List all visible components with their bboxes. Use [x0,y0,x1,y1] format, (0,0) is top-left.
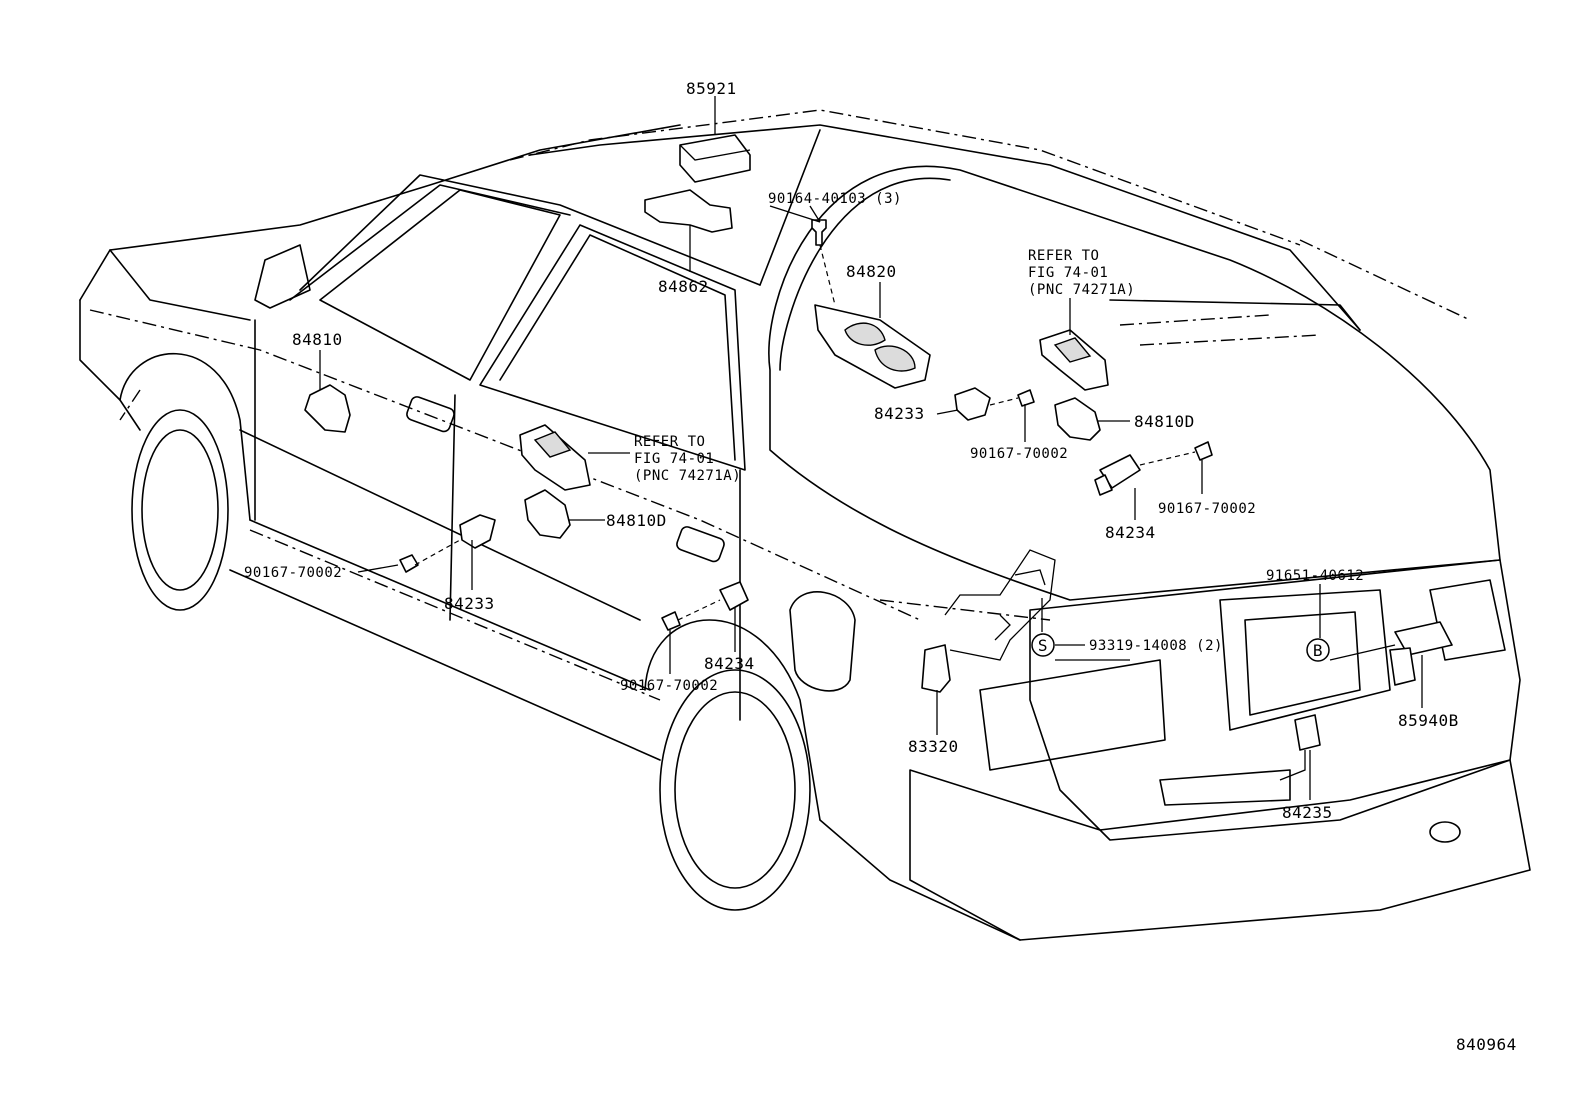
leader-lines [319,96,1423,800]
part-90164-screw [811,219,827,246]
part-84233-switch-a [459,514,496,549]
label-refer-a-line2: FIG 74-01 [634,451,714,467]
label-refer-a-line3: (PNC 74271A) [634,468,741,484]
symbol-b-text: B [1313,641,1323,660]
label-93319-14008: 93319-14008 (2) [1089,638,1223,654]
part-84820-switch [814,304,931,389]
label-90167-70002-left: 90167-70002 [244,565,342,581]
label-84234-right: 84234 [1105,523,1156,542]
part-labels: 85921 90164-40103 (3) 84862 84820 84810 … [244,79,1517,1054]
label-90164-40103: 90164-40103 (3) [768,191,902,207]
part-85940B-lamp [1389,621,1453,686]
label-refer-b-line2: FIG 74-01 [1028,265,1108,281]
label-83320: 83320 [908,737,959,756]
part-84235-switch [1279,714,1321,781]
label-84235: 84235 [1282,803,1333,822]
label-90167-70002-right: 90167-70002 [1158,501,1256,517]
label-84820: 84820 [846,262,897,281]
label-84810D-right: 84810D [1134,412,1195,431]
label-84234-lower: 84234 [704,654,755,673]
part-84810D-switch-b [1054,397,1101,441]
part-window-switch-a [519,424,591,491]
symbol-s-text: S [1038,636,1048,655]
part-84234-switch-b [1094,454,1141,496]
label-refer-a-line1: REFER TO [634,434,705,450]
part-84810D-switch-a [524,489,571,539]
label-85940B: 85940B [1398,711,1459,730]
part-84862-bracket [644,189,733,233]
label-refer-b-line1: REFER TO [1028,248,1099,264]
label-84810: 84810 [292,330,343,349]
label-90167-70002-lower: 90167-70002 [620,678,718,694]
part-84233-switch-b [954,387,991,421]
part-84810-switch [304,384,351,433]
label-84810D-mid: 84810D [606,511,667,530]
symbol-s: S [1031,633,1055,657]
part-85921-module [679,134,751,183]
label-85921: 85921 [686,79,737,98]
part-83320-sensor [921,549,1056,693]
part-window-switch-b [1039,329,1109,391]
label-refer-b-line3: (PNC 74271A) [1028,282,1135,298]
label-84862: 84862 [658,277,709,296]
part-84234-switch-a [719,581,749,611]
part-90167-screws [399,389,1213,631]
label-84233-left: 84233 [444,594,495,613]
symbol-b: B [1306,638,1330,662]
label-90167-70002-mid: 90167-70002 [970,446,1068,462]
diagram-id: 840964 [1456,1035,1517,1054]
label-91651-40612: 91651-40612 [1266,568,1364,584]
label-84233-right: 84233 [874,404,925,423]
car-body-outline [79,109,1531,941]
